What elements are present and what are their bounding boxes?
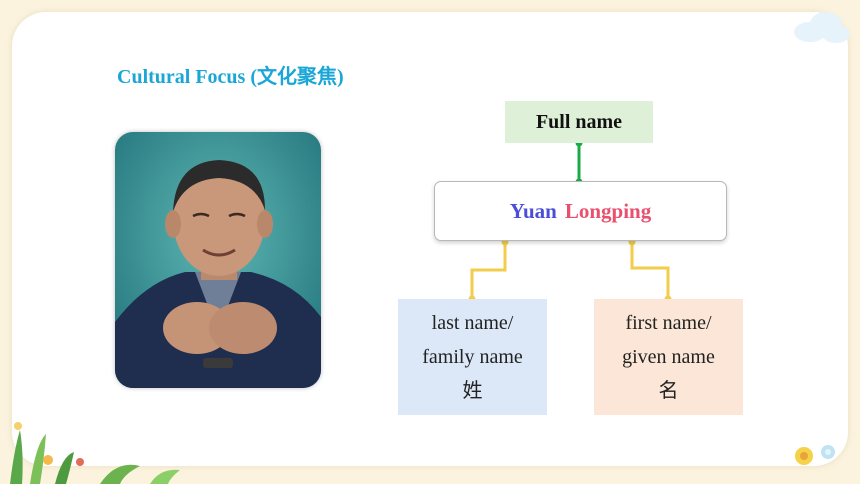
portrait-illustration bbox=[115, 132, 321, 388]
given-name-text: Longping bbox=[564, 198, 652, 223]
example-name-box: Yuan Longping bbox=[434, 181, 727, 241]
first-name-line2: given name bbox=[622, 346, 715, 368]
first-name-line1: first name/ bbox=[625, 312, 712, 334]
right-yellow-connector bbox=[630, 242, 670, 299]
flower-icon bbox=[795, 445, 835, 465]
surname-text: Yuan bbox=[509, 198, 557, 223]
last-name-line2: family name bbox=[422, 346, 523, 368]
portrait-photo bbox=[115, 132, 321, 388]
last-name-box: last name/ family name 姓 bbox=[398, 299, 547, 415]
cloud-icon bbox=[794, 12, 850, 43]
page-title: Cultural Focus (文化聚焦) bbox=[117, 66, 344, 88]
full-name-label: Full name bbox=[505, 101, 653, 143]
last-name-line1: last name/ bbox=[431, 312, 514, 334]
plants-decoration-icon bbox=[10, 422, 180, 484]
first-name-line3: 名 bbox=[658, 380, 679, 402]
left-yellow-connector bbox=[470, 242, 507, 299]
last-name-line3: 姓 bbox=[462, 380, 483, 402]
first-name-box: first name/ given name 名 bbox=[594, 299, 743, 415]
